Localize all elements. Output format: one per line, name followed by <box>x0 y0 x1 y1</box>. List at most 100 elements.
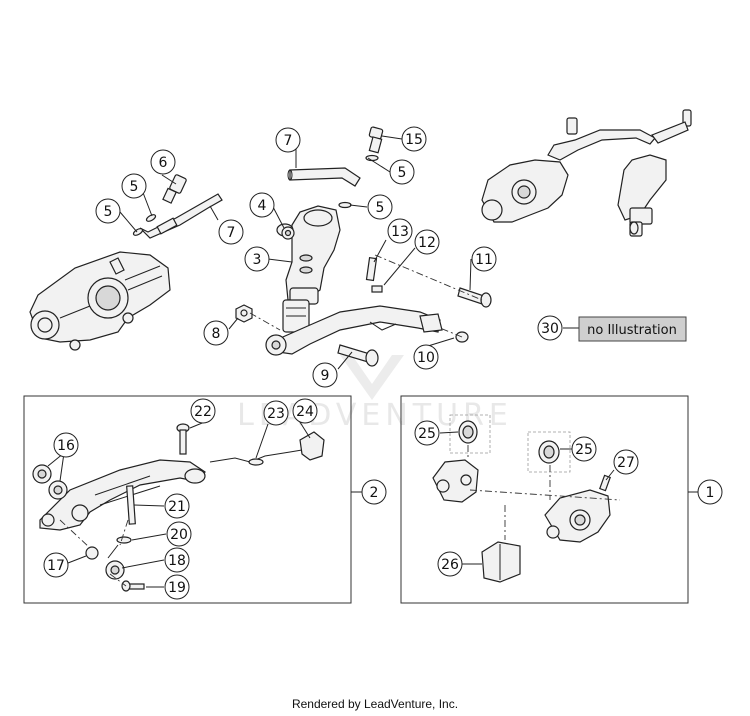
callout-25-b: 25 <box>571 436 597 462</box>
callout-13: 13 <box>387 218 413 244</box>
svg-text:24: 24 <box>296 404 314 420</box>
svg-text:5: 5 <box>376 200 385 216</box>
clip-24 <box>299 431 325 461</box>
svg-text:3: 3 <box>253 252 262 268</box>
bleeder-valve-27 <box>599 474 611 492</box>
callout-16: 16 <box>53 432 79 458</box>
callout-19: 19 <box>164 574 190 600</box>
callout-18: 18 <box>164 547 190 573</box>
svg-text:1: 1 <box>706 485 715 501</box>
callout-22: 22 <box>190 398 216 424</box>
svg-text:9: 9 <box>321 368 330 384</box>
svg-text:23: 23 <box>267 406 285 422</box>
brake-hose-center <box>287 167 361 187</box>
callout-24: 24 <box>292 398 318 424</box>
piston-25-right <box>527 431 571 473</box>
washer-4 <box>281 226 295 240</box>
svg-text:11: 11 <box>475 252 493 268</box>
svg-text:18: 18 <box>168 553 186 569</box>
callout-10: 10 <box>413 344 439 370</box>
callout-11: 11 <box>471 246 497 272</box>
spring-clip <box>369 321 397 331</box>
washer-17 <box>85 546 99 560</box>
svg-text:21: 21 <box>168 499 186 515</box>
svg-text:6: 6 <box>159 155 168 171</box>
callout-7-b: 7 <box>275 127 301 153</box>
banjo-bolt-center <box>368 126 384 154</box>
svg-text:13: 13 <box>391 224 409 240</box>
banjo-bolt-left <box>162 174 187 204</box>
master-cylinder <box>282 205 341 333</box>
svg-text:16: 16 <box>57 438 75 454</box>
washer-20 <box>116 536 132 544</box>
svg-text:19: 19 <box>168 580 186 596</box>
svg-text:5: 5 <box>104 204 113 220</box>
piston-25-left <box>449 414 491 454</box>
svg-text:22: 22 <box>194 404 212 420</box>
callout-15: 15 <box>401 126 427 152</box>
callout-20: 20 <box>166 521 192 547</box>
footer-credit: Rendered by LeadVenture, Inc. <box>291 697 459 711</box>
callout-2: 2 <box>361 479 387 505</box>
svg-text:10: 10 <box>417 350 435 366</box>
brake-pedal-lever <box>265 305 443 356</box>
brake-pedal <box>39 459 206 531</box>
svg-text:15: 15 <box>405 132 423 148</box>
callout-5-b: 5 <box>95 198 121 224</box>
bushings-16 <box>32 464 68 500</box>
callout-8: 8 <box>203 320 229 346</box>
svg-text:5: 5 <box>398 165 407 181</box>
front-brake-caliper <box>29 251 171 351</box>
group-box-pedal <box>23 395 352 604</box>
caliper-body <box>544 489 611 543</box>
svg-text:25: 25 <box>418 426 436 442</box>
bolt-22 <box>176 423 190 455</box>
brake-pads-26 <box>481 541 521 583</box>
svg-text:5: 5 <box>130 179 139 195</box>
svg-text:17: 17 <box>47 558 65 574</box>
callout-17: 17 <box>43 552 69 578</box>
callout-23: 23 <box>263 400 289 426</box>
svg-text:8: 8 <box>212 326 221 342</box>
svg-text:30: 30 <box>541 321 559 337</box>
svg-text:7: 7 <box>284 133 293 149</box>
brake-hose-left <box>139 193 223 239</box>
pin-21 <box>126 485 136 525</box>
callout-4: 4 <box>249 192 275 218</box>
callout-26: 26 <box>437 551 463 577</box>
svg-text:20: 20 <box>170 527 188 543</box>
callout-5-d: 5 <box>367 194 393 220</box>
svg-text:2: 2 <box>370 485 379 501</box>
svg-text:12: 12 <box>418 235 436 251</box>
spring-23 <box>209 449 303 466</box>
callout-1: 1 <box>697 479 723 505</box>
callout-27: 27 <box>613 449 639 475</box>
washers-left <box>132 214 157 236</box>
callout-5-c: 5 <box>389 159 415 185</box>
bushing-18 <box>105 544 125 580</box>
no-illustration-box: no Illustration <box>578 316 687 342</box>
callout-7-a: 7 <box>218 219 244 245</box>
callout-21: 21 <box>164 493 190 519</box>
svg-text:no Illustration: no Illustration <box>587 323 677 338</box>
group-box-caliper <box>400 395 689 604</box>
leader-lines <box>47 135 698 588</box>
mounting-bolt-short <box>457 287 492 308</box>
callout-30: 30 <box>537 315 563 341</box>
clevis-pin <box>365 257 383 293</box>
svg-text:4: 4 <box>258 198 267 214</box>
callout-25-a: 25 <box>414 420 440 446</box>
callout-6: 6 <box>150 149 176 175</box>
svg-text:25: 25 <box>575 442 593 458</box>
caliper-bracket <box>432 459 479 503</box>
callout-3: 3 <box>244 246 270 272</box>
callout-5-a: 5 <box>121 173 147 199</box>
svg-text:7: 7 <box>227 225 236 241</box>
mounting-bolt-long <box>337 344 379 367</box>
nut-8 <box>235 304 253 323</box>
callout-12: 12 <box>414 229 440 255</box>
svg-text:26: 26 <box>441 557 459 573</box>
assembled-brake-system <box>481 109 692 237</box>
svg-text:27: 27 <box>617 455 635 471</box>
